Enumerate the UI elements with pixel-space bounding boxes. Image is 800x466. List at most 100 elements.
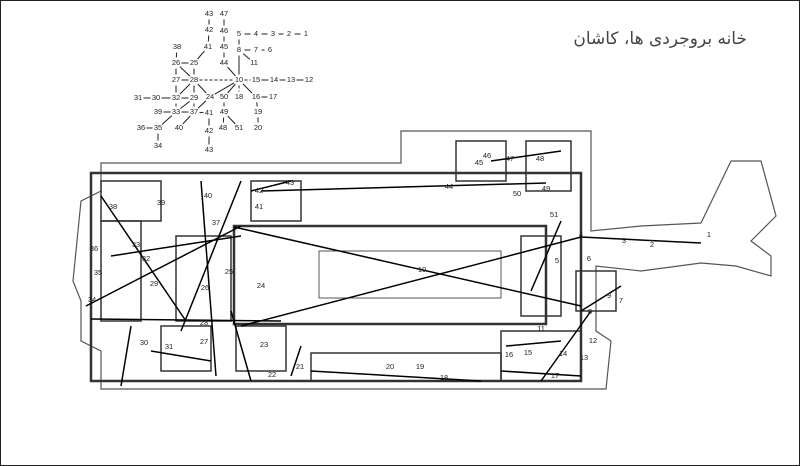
- room-label: 36: [90, 244, 98, 253]
- room-label: 17: [551, 371, 559, 380]
- graph-node: 51: [235, 123, 243, 132]
- room-label: 11: [537, 324, 545, 333]
- graph-node: 25: [190, 58, 198, 67]
- room-label: 29: [150, 279, 158, 288]
- circulation-path: [120, 325, 132, 387]
- graph-node: 16: [252, 92, 260, 101]
- room-label: 47: [506, 154, 514, 163]
- graph-node: 8: [237, 45, 241, 54]
- graph-node: 43: [205, 145, 213, 154]
- room-wall: [575, 270, 617, 312]
- graph-node: 15: [252, 75, 260, 84]
- graph-node: 2: [287, 29, 291, 38]
- circulation-path: [260, 182, 547, 192]
- room-label: 4: [579, 230, 583, 239]
- circulation-path: [180, 180, 242, 332]
- circulation-path: [530, 220, 562, 292]
- room-wall: [525, 140, 572, 192]
- room-label: 2: [650, 240, 654, 249]
- graph-node: 33: [172, 107, 180, 116]
- room-label: 25: [225, 267, 233, 276]
- circulation-path: [505, 340, 562, 347]
- room-label: 35: [94, 268, 102, 277]
- room-wall: [160, 325, 212, 372]
- graph-node: 4: [254, 29, 258, 38]
- circulation-path: [500, 370, 582, 377]
- graph-node: 14: [270, 75, 278, 84]
- room-wall: [175, 235, 232, 322]
- room-label: 13: [580, 353, 588, 362]
- room-label: 16: [505, 350, 513, 359]
- graph-node: 24: [206, 92, 214, 101]
- graph-node: 34: [154, 141, 162, 150]
- graph-node: 26: [172, 58, 180, 67]
- circulation-path: [310, 370, 482, 382]
- room-label: 12: [589, 336, 597, 345]
- graph-node: 49: [220, 107, 228, 116]
- room-label: 38: [109, 202, 117, 211]
- graph-node: 39: [154, 107, 162, 116]
- courtyard-wall: [232, 224, 548, 326]
- graph-node: 42: [205, 25, 213, 34]
- room-label: 28: [200, 318, 208, 327]
- circulation-path: [580, 236, 702, 244]
- room-label: 24: [257, 281, 265, 290]
- graph-node: 38: [173, 42, 181, 51]
- room-label: 32: [142, 254, 150, 263]
- room-label: 15: [524, 348, 532, 357]
- graph-node: 27: [172, 75, 180, 84]
- graph-edge: [179, 83, 191, 95]
- circulation-path: [240, 236, 582, 327]
- room-wall: [455, 140, 507, 182]
- graph-node: 32: [172, 93, 180, 102]
- room-label: 31: [165, 342, 173, 351]
- room-label: 21: [296, 362, 304, 371]
- room-label: 18: [440, 373, 448, 382]
- graph-node: 5: [237, 29, 241, 38]
- graph-node: 41: [205, 108, 213, 117]
- graph-node: 18: [235, 92, 243, 101]
- room-label: 22: [268, 370, 276, 379]
- building-outline: [72, 130, 777, 390]
- circulation-path: [150, 350, 212, 362]
- circulation-path: [250, 180, 292, 192]
- graph-node: 6: [268, 45, 272, 54]
- graph-edge: [197, 83, 207, 94]
- circulation-path: [100, 195, 187, 322]
- room-label: 51: [550, 210, 558, 219]
- graph-node: 37: [190, 107, 198, 116]
- graph-node: 17: [269, 92, 277, 101]
- room-label: 5: [555, 256, 559, 265]
- room-label: 41: [255, 202, 263, 211]
- graph-edge: [197, 50, 205, 60]
- graph-node: 45: [220, 42, 228, 51]
- room-label: 8: [588, 307, 592, 316]
- room-label: 44: [445, 182, 453, 191]
- graph-node: 46: [220, 26, 228, 35]
- graph-node: 19: [254, 107, 262, 116]
- graph-node: 50: [220, 92, 228, 101]
- graph-node: 40: [175, 123, 183, 132]
- room-wall: [100, 220, 142, 322]
- graph-node: 29: [190, 93, 198, 102]
- room-label: 7: [619, 296, 623, 305]
- room-wall: [235, 325, 287, 372]
- room-label: 3: [622, 236, 626, 245]
- room-wall: [250, 180, 302, 222]
- circulation-path: [230, 310, 252, 382]
- room-label: 50: [513, 189, 521, 198]
- graph-node: 42: [205, 126, 213, 135]
- room-label: 20: [386, 362, 394, 371]
- room-label: 34: [88, 295, 96, 304]
- graph-node: 12: [305, 75, 313, 84]
- diagram-title: خانه بروجردی ها، کاشان: [573, 29, 747, 49]
- circulation-path: [490, 150, 562, 162]
- graph-node: 3: [271, 29, 275, 38]
- room-label: 48: [536, 154, 544, 163]
- room-label: 42: [255, 186, 263, 195]
- graph-node: 13: [287, 75, 295, 84]
- room-label: 46: [483, 151, 491, 160]
